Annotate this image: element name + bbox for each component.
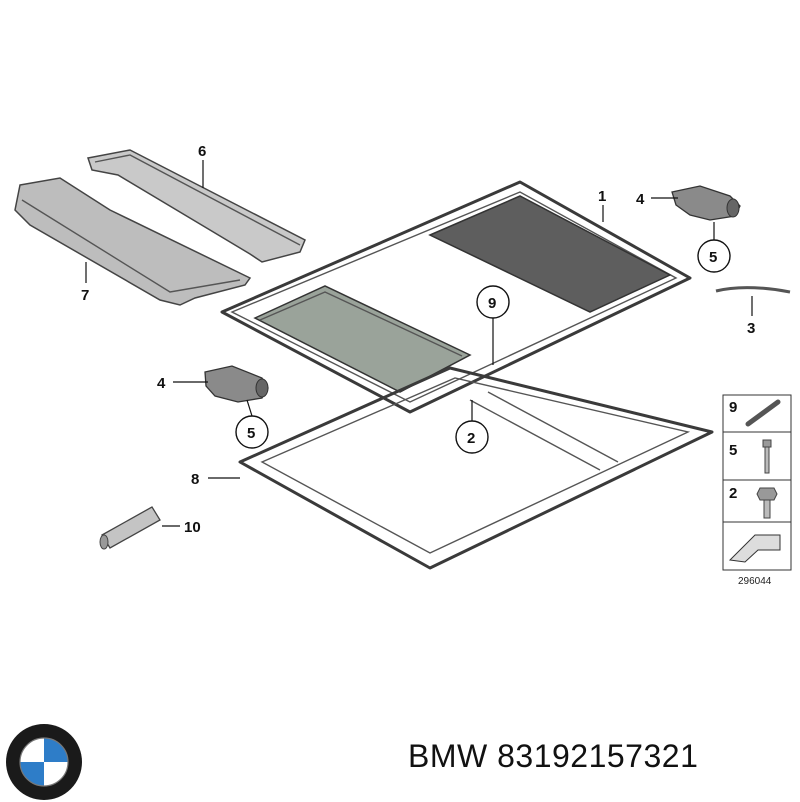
sunroof-glass-assembly — [220, 180, 692, 414]
callout-7: 7 — [81, 287, 89, 304]
motor-right — [671, 185, 741, 221]
legend-item-2: 2 — [729, 485, 737, 502]
brand-name: BMW — [408, 738, 488, 774]
drain-hose — [715, 286, 791, 294]
callout-5-left: 5 — [247, 425, 255, 442]
part-number: 83192157321 — [497, 738, 699, 774]
part-caption: BMW 83192157321 — [408, 738, 698, 775]
parts-legend: 9 5 2 — [722, 394, 792, 571]
callout-6: 6 — [198, 143, 206, 160]
flat-arrow-icon — [728, 534, 781, 563]
callout-5-right: 5 — [709, 249, 717, 266]
callout-10: 10 — [184, 519, 201, 536]
trim-panel — [14, 177, 252, 306]
callout-8: 8 — [191, 471, 199, 488]
legend-item-9: 9 — [729, 399, 737, 416]
callout-3: 3 — [747, 320, 755, 337]
base-frame — [238, 366, 714, 570]
diagram-ref-number: 296044 — [738, 576, 772, 587]
callout-4-right: 4 — [636, 191, 645, 208]
callout-1: 1 — [598, 188, 606, 205]
bmw-logo — [6, 724, 82, 800]
motor-left — [204, 365, 269, 403]
legend-item-5: 5 — [729, 442, 737, 459]
callout-2: 2 — [467, 430, 475, 447]
wind-deflector — [87, 149, 306, 263]
callout-4-left: 4 — [157, 375, 166, 392]
grease-tube — [99, 506, 161, 550]
callout-9: 9 — [488, 295, 496, 312]
